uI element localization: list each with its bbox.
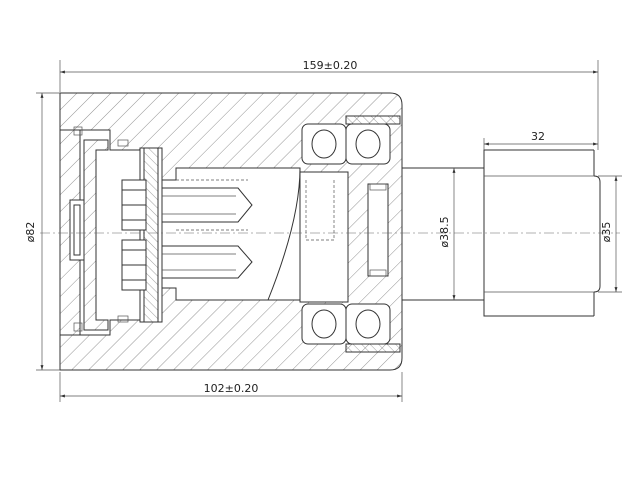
inner-shaft-assembly xyxy=(121,147,253,323)
shaft-step-label: 32 xyxy=(531,130,545,143)
dim-body-length: 102±0.20 xyxy=(59,372,403,402)
bearing-bottom xyxy=(301,303,401,353)
dim-shaft-diameter: ø35 xyxy=(598,175,622,293)
bearing-top xyxy=(301,115,401,165)
body-length-label: 102±0.20 xyxy=(204,382,259,395)
dim-overall-length: 159±0.20 xyxy=(59,59,599,150)
dim-hub-diameter: ø38.5 xyxy=(438,168,456,300)
shaft-diameter-label: ø35 xyxy=(600,222,613,243)
hub-diameter-label: ø38.5 xyxy=(438,216,451,247)
output-shaft xyxy=(402,149,601,317)
left-end-cap xyxy=(60,126,129,336)
overall-length-label: 159±0.20 xyxy=(303,59,358,72)
tapered-bore xyxy=(267,167,349,303)
dim-body-diameter: ø82 xyxy=(24,92,60,371)
body-diameter-label: ø82 xyxy=(24,222,37,243)
seal-ring xyxy=(367,183,389,277)
dim-shaft-step: 32 xyxy=(483,130,598,150)
